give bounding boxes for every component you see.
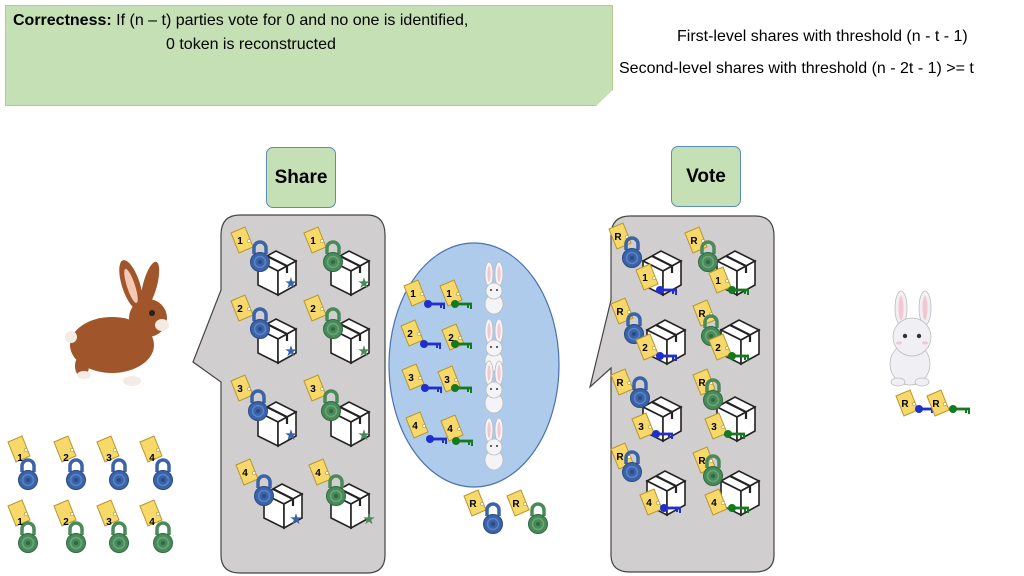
tag-label: 3: [310, 384, 316, 395]
vote-button[interactable]: Vote: [671, 146, 741, 207]
tag-label: 3: [638, 422, 644, 433]
tag-label: R: [616, 378, 624, 389]
tag-label: 3: [237, 384, 243, 395]
tag-label: R: [512, 499, 520, 510]
first-level-threshold: First-level shares with threshold (n - t…: [677, 28, 968, 45]
tag-label: 2: [642, 343, 648, 354]
svg-text:★: ★: [284, 427, 297, 444]
share-panel-contents: ★ ★ ★ ★ ★ ★ ★ ★: [230, 226, 376, 530]
tag-label: 4: [315, 468, 321, 479]
tag-label: 2: [63, 453, 69, 464]
tag-label: 1: [237, 236, 243, 247]
share-button[interactable]: Share: [266, 147, 336, 208]
left-lock-rows: [7, 435, 175, 555]
note-line-1: Correctness: If (n – t) parties vote for…: [13, 12, 468, 30]
tag-label: R: [698, 309, 706, 320]
tag-label: R: [932, 399, 940, 410]
tag-labels: 1 2 3 4 1 2 3 4 1 1 2 2 3 3 4 4 1 1 2 2 …: [17, 232, 940, 528]
svg-text:★: ★: [284, 343, 297, 360]
tag-label: 4: [149, 517, 155, 528]
tag-label: 4: [149, 453, 155, 464]
tag-label: 1: [17, 453, 23, 464]
tag-label: 1: [715, 276, 721, 287]
tag-label: 2: [715, 343, 721, 354]
tag-label: 1: [642, 273, 648, 284]
tag-label: 1: [446, 289, 452, 300]
tag-label: 4: [447, 424, 453, 435]
note-label: Correctness:: [13, 12, 112, 29]
tag-label: 4: [412, 421, 418, 432]
svg-text:★: ★: [357, 275, 370, 292]
tag-label: 2: [310, 304, 316, 315]
tag-label: 4: [242, 468, 248, 479]
tag-label: 1: [410, 289, 416, 300]
svg-text:★: ★: [362, 511, 375, 528]
tag-label: 2: [63, 517, 69, 528]
tag-label: R: [616, 452, 624, 463]
tag-label: 3: [106, 453, 112, 464]
svg-text:★: ★: [284, 275, 297, 292]
tag-label: 4: [711, 498, 717, 509]
svg-text:★: ★: [357, 427, 370, 444]
white-rabbit-icon: [889, 290, 932, 387]
second-level-threshold: Second-level shares with threshold (n - …: [619, 60, 974, 77]
tag-label: R: [469, 499, 477, 510]
svg-text:★: ★: [357, 343, 370, 360]
tag-label: 3: [408, 373, 414, 384]
reconstruct-locks: [463, 489, 550, 536]
svg-text:★: ★: [289, 511, 302, 528]
tag-label: R: [690, 236, 698, 247]
tag-label: R: [698, 378, 706, 389]
tag-label: 1: [17, 517, 23, 528]
tag-label: 3: [106, 517, 112, 528]
tag-label: 2: [448, 333, 454, 344]
tag-label: R: [616, 307, 624, 318]
correctness-note: [5, 5, 613, 106]
note-text-1: If (n – t) parties vote for 0 and no one…: [111, 12, 469, 29]
tag-label: 2: [237, 304, 243, 315]
tag-label: 2: [407, 329, 413, 340]
tag-label: 3: [711, 422, 717, 433]
brown-rabbit-icon: [65, 260, 169, 386]
tag-label: R: [614, 232, 622, 243]
tag-label: 3: [444, 375, 450, 386]
tag-label: 1: [310, 236, 316, 247]
tag-label: R: [901, 399, 909, 410]
tag-label: 4: [646, 498, 652, 509]
note-line-2: 0 token is reconstructed: [166, 36, 336, 53]
tag-label: R: [698, 456, 706, 467]
